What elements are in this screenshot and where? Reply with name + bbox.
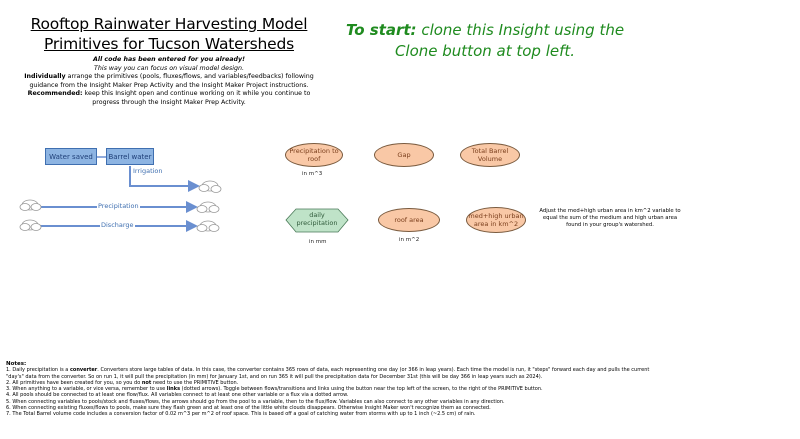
note-1: 1. Daily precipitation is a converter. C… — [6, 367, 796, 373]
intro-text: All code has been entered for you alread… — [18, 56, 320, 108]
variable-precipitation-to-roof[interactable]: Precipitation to roof — [285, 143, 343, 167]
unit-daily-precipitation: in mm — [309, 239, 327, 245]
intro-line-2: This way you can focus on visual model d… — [94, 64, 244, 72]
unit-precip-to-roof: in m^3 — [302, 171, 323, 177]
intro-line-3-bold: Individually — [24, 73, 66, 81]
note-4: 4. All pools should be connected to at l… — [6, 392, 349, 399]
cloud-icon[interactable] — [198, 180, 222, 193]
title-line-2: Primitives for Tucson Watersheds — [43, 35, 295, 53]
cloud-icon[interactable] — [196, 201, 220, 213]
note-1-a: 1. Daily precipitation is a — [6, 367, 70, 374]
variable-med-high-urban-area[interactable]: med+high urban area in km^2 — [466, 207, 526, 233]
stock-barrel-water[interactable]: Barrel water — [106, 148, 154, 165]
note-2-a: 2. All primitives have been created for … — [6, 379, 142, 386]
stock-water-saved[interactable]: Water saved — [45, 148, 97, 165]
start-rest: clone this Insight using the Clone butto… — [394, 21, 625, 60]
variable-gap[interactable]: Gap — [374, 143, 434, 167]
flow-label-discharge: Discharge — [100, 221, 135, 229]
start-instruction: To start: clone this Insight using the C… — [340, 20, 630, 62]
intro-line-3: Individually arrange the primitives (poo… — [18, 73, 320, 90]
notes-section: Notes: 1. Daily precipitation is a conve… — [6, 361, 796, 418]
note-3-c: (dotted arrows). Toggle between flows/tr… — [180, 386, 543, 393]
note-5: 5. When connecting variables to pools/st… — [6, 398, 505, 405]
intro-line-4: Recommended: keep this Insight open and … — [18, 90, 320, 107]
note-2-b: not — [141, 379, 152, 386]
note-3-a: 3. When anything to a variable, or vice … — [6, 386, 167, 393]
note-3: 3. When anything to a variable, or vice … — [6, 386, 796, 392]
intro-line-3-rest: arrange the primitives (pools, fluxes/fl… — [29, 73, 314, 89]
side-note: Adjust the med+high urban area in km^2 v… — [539, 208, 681, 228]
cloud-icon[interactable] — [19, 219, 42, 231]
unit-roof-area: in m^2 — [399, 237, 420, 243]
daily-precipitation-converter-shape[interactable] — [285, 208, 349, 233]
irrigation-flow[interactable] — [129, 166, 200, 192]
flow-label-irrigation: Irrigation — [132, 167, 164, 175]
note-2-c: need to use the PRIMITIVE button. — [151, 379, 239, 386]
cloud-icon[interactable] — [196, 220, 220, 232]
note-1-cont: "day's" data from the converter. So on r… — [6, 373, 543, 380]
title-line-1: Rooftop Rainwater Harvesting Model — [30, 15, 308, 33]
cloud-icon[interactable] — [19, 199, 42, 211]
intro-line-4-bold: Recommended: — [27, 90, 83, 98]
note-1-c: . Converters store large tables of data.… — [97, 367, 650, 374]
converter-daily-precipitation[interactable]: daily precipitation — [296, 211, 338, 227]
note-2: 2. All primitives have been created for … — [6, 380, 796, 386]
variable-total-barrel-volume[interactable]: Total Barrel Volume — [460, 143, 520, 167]
note-6: 6. When connecting existing fluxes/flows… — [6, 405, 491, 412]
intro-line-1: All code has been entered for you alread… — [93, 56, 245, 63]
page-title: Rooftop Rainwater Harvesting Model Primi… — [24, 14, 314, 54]
start-bold: To start: — [345, 21, 417, 39]
variable-roof-area[interactable]: roof area — [378, 208, 440, 232]
note-1-b: converter — [69, 367, 98, 374]
note-7: 7. The Total Barrel volume code includes… — [6, 411, 476, 418]
notes-heading: Notes: — [6, 361, 27, 367]
note-3-b: links — [166, 386, 181, 393]
intro-line-4-rest: keep this Insight open and continue work… — [82, 90, 311, 106]
flow-label-precipitation: Precipitation — [97, 202, 140, 210]
